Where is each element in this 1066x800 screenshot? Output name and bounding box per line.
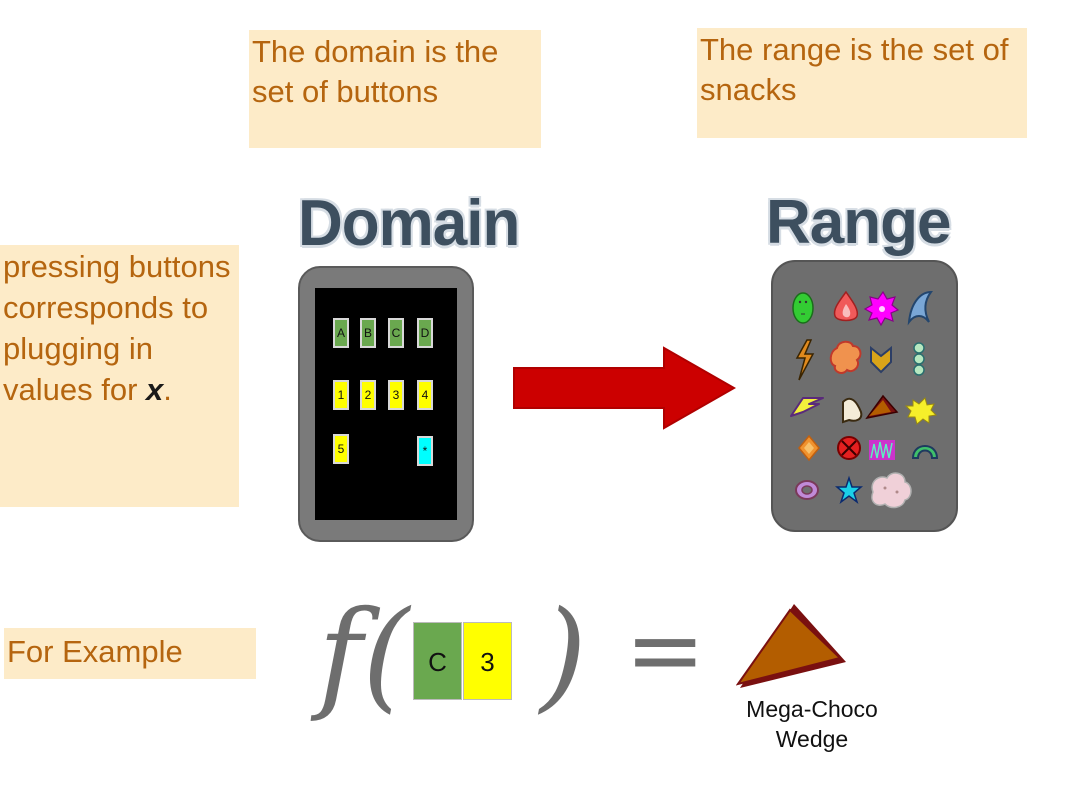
key-a[interactable]: A <box>333 318 349 348</box>
key-star[interactable]: * <box>417 436 433 466</box>
pressing-note-period: . <box>163 371 172 407</box>
mega-choco-wedge-label: Mega-Choco Wedge <box>722 694 902 754</box>
snack-tray <box>771 260 958 532</box>
magenta-crown-icon <box>869 440 895 460</box>
red-circle-x-icon <box>837 436 861 460</box>
key-2[interactable]: 2 <box>360 380 376 410</box>
mapping-arrow <box>513 346 737 430</box>
key-4[interactable]: 4 <box>417 380 433 410</box>
example-key-c: C <box>413 622 462 700</box>
domain-note-text: The domain is the set of buttons <box>252 34 499 110</box>
mega-choco-wedge-icon <box>736 604 846 688</box>
wedge-face <box>736 608 842 686</box>
equals-sign: = <box>625 594 706 706</box>
key-d[interactable]: D <box>417 318 433 348</box>
key-5[interactable]: 5 <box>333 434 349 464</box>
key-1[interactable]: 1 <box>333 380 349 410</box>
green-face-icon <box>792 292 814 324</box>
vending-keypad: A B C D 1 2 3 4 5 * <box>298 266 474 542</box>
range-heading: Range <box>766 188 951 257</box>
magenta-flower-icon <box>863 290 900 327</box>
key-b[interactable]: B <box>360 318 376 348</box>
key-3[interactable]: 3 <box>388 380 404 410</box>
gold-chevron-icon <box>870 345 892 374</box>
snack-icons <box>790 290 939 509</box>
choco-wedge-icon <box>865 394 899 420</box>
wedge-label-line2: Wedge <box>775 726 849 752</box>
for-example-text: For Example <box>7 634 183 669</box>
yellow-boomerang-icon <box>790 397 824 417</box>
orange-diamond-icon <box>798 434 820 462</box>
pink-cloud-icon <box>871 472 912 509</box>
cyan-star-icon <box>834 475 864 505</box>
red-drop-icon <box>833 290 859 322</box>
domain-heading: Domain <box>298 187 520 260</box>
domain-note: The domain is the set of buttons <box>249 30 541 148</box>
orange-bolt-icon <box>795 339 815 381</box>
function-close: ) <box>540 586 587 725</box>
blue-arch-icon <box>907 290 934 326</box>
function-open: f( <box>318 586 410 725</box>
cream-wedge-icon <box>842 397 863 424</box>
variable-x: x <box>146 371 164 407</box>
teal-pill-icon <box>913 342 925 376</box>
green-arch-icon <box>911 445 939 459</box>
orange-blob-icon <box>829 340 862 374</box>
wedge-label-line1: Mega-Choco <box>746 696 878 722</box>
yellow-burst-icon <box>904 397 938 425</box>
range-note: The range is the set of snacks <box>697 28 1027 138</box>
pressing-buttons-note: pressing buttons corresponds to plugging… <box>0 245 239 507</box>
example-key-3: 3 <box>463 622 512 700</box>
purple-ring-icon <box>795 480 819 500</box>
keypad-screen: A B C D 1 2 3 4 5 * <box>315 288 457 520</box>
range-note-text: The range is the set of snacks <box>700 32 1009 108</box>
for-example-note: For Example <box>4 628 256 679</box>
arrow-shape <box>513 346 737 430</box>
key-c[interactable]: C <box>388 318 404 348</box>
pressing-note-text: pressing buttons corresponds to plugging… <box>3 249 231 407</box>
